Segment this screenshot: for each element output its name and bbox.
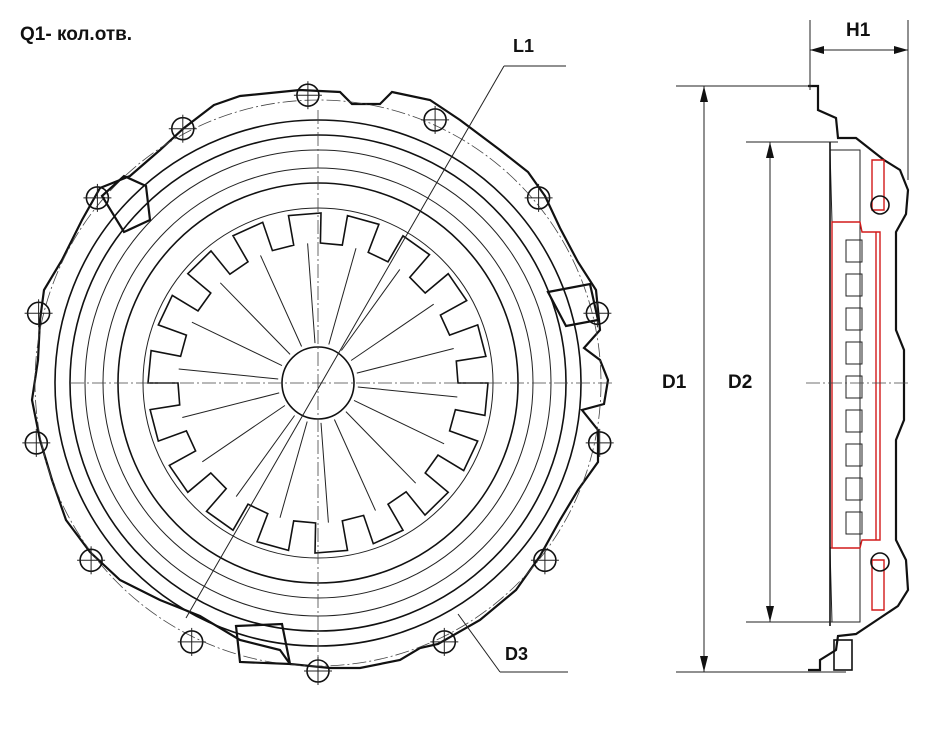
cover-outline bbox=[30, 88, 610, 670]
bolt-hole bbox=[421, 105, 450, 134]
l1-leader-diagonal bbox=[185, 65, 505, 619]
diaphragm-red-fulcrum-bottom bbox=[871, 559, 885, 611]
d3-label: D3 bbox=[505, 644, 528, 664]
bolt-hole bbox=[22, 428, 51, 457]
d1-label: D1 bbox=[662, 372, 687, 393]
diaphragm-red-fulcrum-top bbox=[871, 159, 885, 211]
bolt-hole bbox=[530, 546, 559, 575]
h1-arrow-left bbox=[810, 46, 824, 54]
finger-slot bbox=[340, 269, 401, 351]
finger-slot bbox=[328, 248, 357, 345]
finger-slot bbox=[182, 392, 280, 418]
finger-slot bbox=[178, 368, 279, 380]
finger-slot bbox=[345, 411, 417, 484]
bolt-hole bbox=[430, 627, 459, 656]
diaphragm-spring bbox=[147, 212, 489, 554]
bolt-hole bbox=[177, 627, 206, 656]
diaphragm-red-outline bbox=[831, 221, 881, 549]
bolt-hole bbox=[24, 299, 53, 328]
side-bolt bbox=[833, 639, 853, 671]
front-view: L1 D3 bbox=[22, 36, 614, 685]
rivet-bottom bbox=[870, 552, 890, 572]
finger-step bbox=[845, 409, 863, 433]
lug-bottom bbox=[234, 622, 292, 666]
h1-arrow-right bbox=[894, 46, 908, 54]
finger-slot bbox=[357, 386, 458, 398]
finger-slot bbox=[353, 399, 445, 445]
finger-step bbox=[845, 239, 863, 263]
finger-slot bbox=[350, 303, 434, 361]
rivet-top bbox=[870, 195, 890, 215]
pressure-plate-bottom bbox=[829, 547, 861, 623]
bolt-hole bbox=[524, 183, 553, 212]
d2-arrow-top bbox=[766, 142, 774, 158]
d3-leader-diagonal bbox=[457, 613, 501, 673]
bolt-hole bbox=[585, 428, 614, 457]
finger-slot bbox=[235, 415, 296, 497]
finger-step bbox=[845, 375, 863, 399]
cover-profile bbox=[808, 84, 910, 672]
lug-left-top bbox=[100, 174, 152, 234]
lug-right bbox=[546, 282, 600, 328]
finger-slot bbox=[260, 255, 303, 347]
finger-slot bbox=[356, 348, 454, 374]
bolt-hole bbox=[304, 657, 332, 685]
finger-step bbox=[845, 341, 863, 365]
finger-slot bbox=[333, 419, 376, 511]
d1-arrow-bottom bbox=[700, 656, 708, 672]
d2-label: D2 bbox=[728, 372, 752, 393]
mounting-holes bbox=[22, 81, 614, 685]
bolt-hole bbox=[77, 546, 106, 575]
finger-step bbox=[845, 511, 863, 535]
finger-steps bbox=[845, 239, 863, 535]
finger-slot bbox=[202, 405, 286, 463]
q1-label: Q1- кол.отв. bbox=[20, 24, 132, 45]
finger-step bbox=[845, 477, 863, 501]
d2-arrow-bottom bbox=[766, 606, 774, 622]
finger-step bbox=[845, 307, 863, 331]
finger-slot bbox=[320, 422, 329, 523]
finger-step bbox=[845, 443, 863, 467]
pressure-plate-top bbox=[829, 149, 861, 223]
d1-arrow-top bbox=[700, 86, 708, 102]
finger-slot bbox=[307, 243, 316, 344]
bolt-hole bbox=[293, 81, 322, 110]
bolt-hole bbox=[83, 183, 112, 212]
finger-slot bbox=[191, 321, 283, 367]
finger-step bbox=[845, 273, 863, 297]
finger-slot bbox=[219, 282, 291, 355]
side-view: D1 D2 H1 bbox=[662, 20, 910, 673]
finger-slot bbox=[279, 421, 308, 518]
h1-label: H1 bbox=[846, 20, 871, 41]
l1-label: L1 bbox=[513, 36, 534, 56]
bolt-hole bbox=[168, 114, 197, 143]
